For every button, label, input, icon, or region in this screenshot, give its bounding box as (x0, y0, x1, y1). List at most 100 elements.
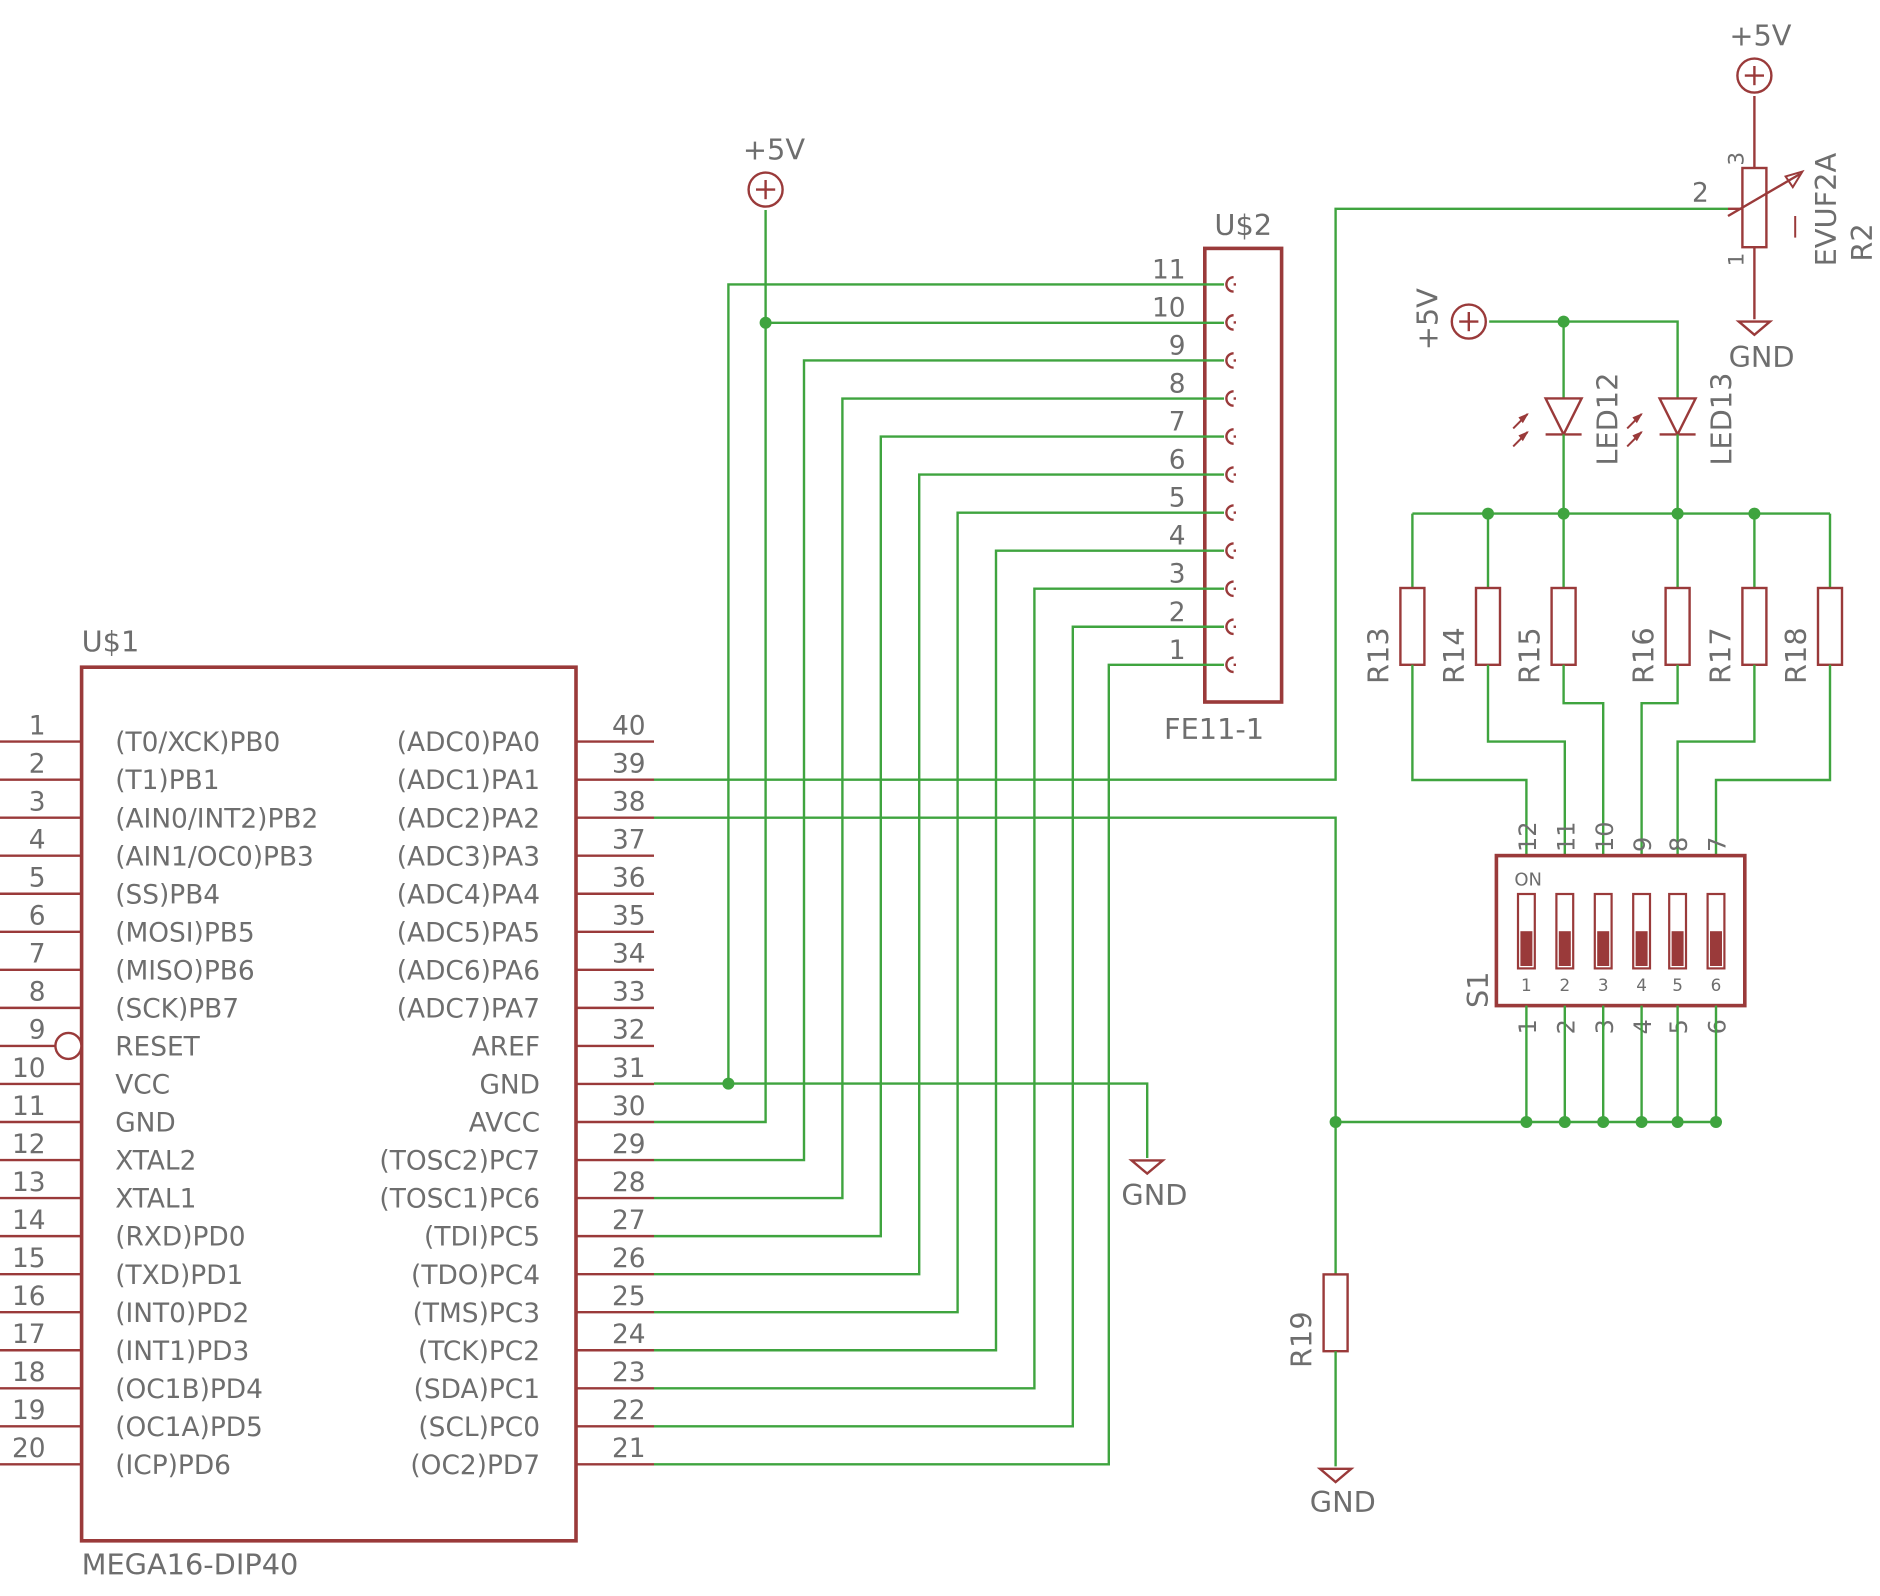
u1-pin-number-28: 28 (612, 1167, 646, 1198)
pot-pin-1: 1 (1725, 253, 1750, 267)
switch-lever-1 (1520, 931, 1533, 966)
u1-value: MEGA16-DIP40 (82, 1547, 299, 1581)
resistor-name-R13: R13 (1361, 627, 1395, 684)
switch-position-6: 6 (1711, 975, 1722, 995)
switch-lever-3 (1597, 931, 1610, 966)
switch-position-5: 5 (1672, 975, 1683, 995)
u1-pin-number-15: 15 (12, 1243, 46, 1274)
u2-pin-socket-3 (1225, 580, 1234, 598)
switch-body (1494, 853, 1747, 1008)
switch-position-1: 1 (1521, 975, 1532, 995)
gnd-symbol-1 (1128, 1159, 1167, 1176)
u1-pin-number-27: 27 (612, 1205, 646, 1236)
resistor-name-R19: R19 (1285, 1311, 1319, 1368)
vcc-label-2: +5V (1729, 19, 1791, 53)
u1-pin-number-23: 23 (612, 1357, 646, 1388)
resistor-R18 (1816, 586, 1844, 667)
switch-lever-4 (1635, 931, 1648, 966)
u1-pin-number-37: 37 (612, 825, 646, 856)
resistor-name-R18: R18 (1779, 627, 1813, 684)
led-triangle-LED13 (1657, 397, 1698, 438)
u2-name: U$2 (1214, 208, 1272, 242)
switch-top-pin-10: 10 (1591, 821, 1619, 852)
switch-bottom-pin-2: 2 (1552, 1019, 1580, 1034)
u2-pin-number-6: 6 (1169, 445, 1186, 476)
u1-pin-label-4: (AIN1/OC0)PB3 (115, 841, 314, 872)
reset-bubble-icon (54, 1031, 83, 1061)
wire-bus-29 (654, 359, 1224, 1162)
u1-name: U$1 (82, 625, 140, 659)
u1-pin-number-25: 25 (612, 1281, 646, 1312)
resistor-R17 (1741, 586, 1768, 667)
switch-slot-5 (1668, 892, 1688, 970)
u1-pin-number-2: 2 (29, 748, 46, 779)
u1-pin-label-2: (T1)PB1 (115, 765, 219, 796)
wire-r17-sw (1676, 664, 1756, 856)
switch-slot-6 (1706, 892, 1726, 970)
switch-bottom-pin-6: 6 (1704, 1019, 1732, 1034)
led-name-LED13: LED13 (1705, 373, 1739, 466)
u2-pin-number-11: 11 (1152, 254, 1186, 285)
switch-lever-6 (1710, 931, 1722, 966)
u1-pin-label-5: (SS)PB4 (115, 879, 220, 910)
u1-pin-number-10: 10 (12, 1053, 46, 1084)
u1-pin-label-36: (ADC4)PA4 (397, 879, 540, 910)
gnd-symbol-3 (1316, 1467, 1355, 1484)
u1-pin-label-17: (INT1)PD3 (115, 1336, 249, 1367)
wire-gnd-31 (654, 1082, 1149, 1158)
u2-pin-number-3: 3 (1169, 559, 1186, 590)
u1-pin-label-37: (ADC3)PA3 (397, 841, 540, 872)
u1-pin-label-19: (OC1A)PD5 (115, 1412, 263, 1443)
u1-pin-label-21: (OC2)PD7 (410, 1450, 540, 1481)
u2-value: FE11-1 (1164, 712, 1264, 746)
led-arrowhead-b-LED13 (1632, 430, 1643, 442)
u2-pin-number-8: 8 (1169, 369, 1186, 400)
u1-pin-number-32: 32 (612, 1015, 646, 1046)
switch-lever-5 (1671, 931, 1684, 966)
wire-bus-28 (654, 397, 1224, 1200)
u1-pin-number-33: 33 (612, 977, 646, 1008)
wire-r13-sw (1411, 664, 1528, 856)
u1-pin-label-10: VCC (115, 1070, 170, 1101)
u1-pin-number-18: 18 (12, 1357, 46, 1388)
u2-pin-socket-9 (1225, 352, 1234, 369)
u2-pin-socket-7 (1225, 428, 1234, 445)
u1-pin-label-25: (TMS)PC3 (413, 1298, 540, 1329)
wire-bus-23 (654, 587, 1224, 1390)
u1-pin-label-29: (TOSC2)PC7 (379, 1146, 540, 1177)
u1-pin-label-31: GND (479, 1070, 540, 1101)
wire-bus-27 (654, 435, 1224, 1238)
u1-pin-label-34: (ADC6)PA6 (397, 955, 540, 986)
resistor-R13 (1399, 586, 1426, 667)
resistor-name-R14: R14 (1437, 627, 1471, 684)
u1-pin-label-14: (RXD)PD0 (115, 1222, 245, 1253)
switch-bottom-pin-3: 3 (1591, 1019, 1619, 1034)
u1-pin-label-16: (INT0)PD2 (115, 1298, 249, 1329)
pot-arrow-icon (1784, 169, 1805, 190)
u1-pin-label-18: (OC1B)PD4 (115, 1374, 263, 1405)
led-triangle-LED12 (1543, 397, 1584, 438)
u1-pin-number-1: 1 (29, 710, 46, 741)
resistor-name-R16: R16 (1627, 627, 1661, 684)
u1-pin-number-16: 16 (12, 1281, 46, 1312)
wire-bus-22 (654, 625, 1224, 1428)
pot-body (1741, 166, 1768, 249)
u1-pin-number-12: 12 (12, 1129, 46, 1160)
u1-pin-label-7: (MISO)PB6 (115, 955, 254, 986)
u2-pin-number-5: 5 (1169, 483, 1186, 514)
vcc-supply-1-icon (747, 171, 784, 208)
wire-r14-sw (1486, 664, 1567, 856)
u1-pin-number-31: 31 (612, 1053, 646, 1084)
u1-pin-label-13: XTAL1 (115, 1184, 196, 1215)
u1-pin-label-28: (TOSC1)PC6 (379, 1184, 540, 1215)
switch-slot-2 (1555, 892, 1575, 970)
u2-pin-number-1: 1 (1169, 635, 1186, 666)
u1-pin-label-1: (T0/XCK)PB0 (115, 727, 280, 758)
u1-pin-number-39: 39 (612, 748, 646, 779)
u1-pin-label-9: RESET (115, 1032, 200, 1063)
u2-pin-socket-4 (1225, 542, 1234, 560)
u1-pin-label-20: (ICP)PD6 (115, 1450, 231, 1481)
u1-pin-number-20: 20 (12, 1433, 46, 1464)
u1-pin-number-11: 11 (12, 1091, 46, 1122)
junction-vcc (759, 316, 772, 329)
